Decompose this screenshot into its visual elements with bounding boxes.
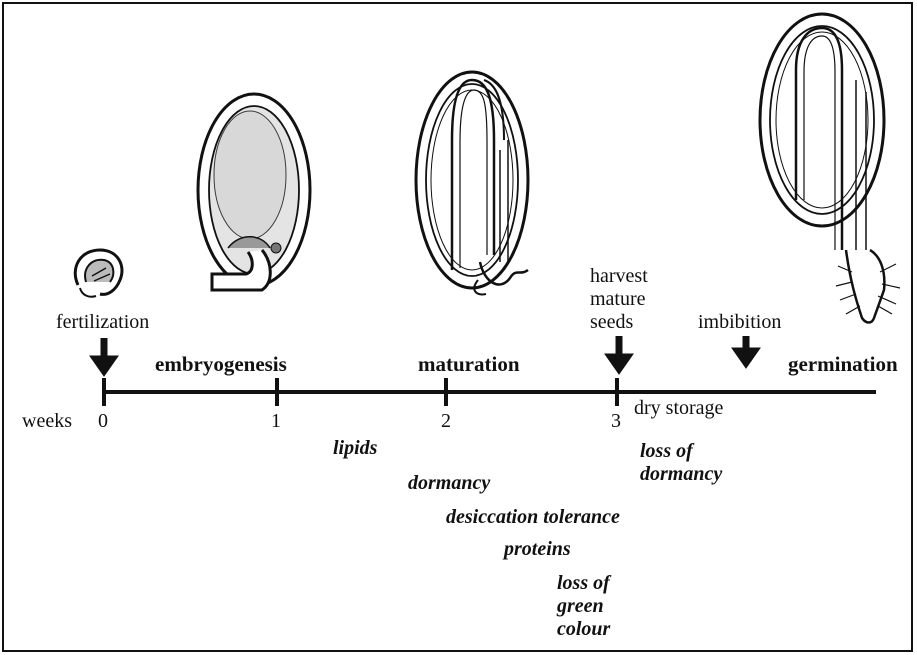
seed-fertilized-illustration: [75, 250, 122, 297]
trait-desiccation-tolerance-label: desiccation tolerance: [446, 506, 620, 529]
seed-embryogenesis-illustration: [198, 94, 310, 290]
loss-of-green-colour-line-1: loss of: [557, 572, 647, 595]
loss-of-dormancy-line-2: dormancy: [640, 463, 750, 486]
harvest-label: harvest mature seeds: [590, 265, 670, 334]
tick-label-week-2: 2: [441, 410, 451, 433]
trait-dormancy-label: dormancy: [408, 472, 490, 495]
trait-loss-of-dormancy-label: loss of dormancy: [640, 440, 750, 486]
fertilization-arrow: [90, 338, 118, 376]
timeline-axis: [104, 378, 876, 406]
seed-maturation-illustration: [416, 72, 528, 294]
harvest-label-line-2: mature: [590, 288, 670, 311]
imbibition-arrow: [732, 336, 760, 368]
imbibition-label: imbibition: [698, 311, 781, 334]
harvest-label-line-3: seeds: [590, 311, 670, 334]
stage-embryogenesis-label: embryogenesis: [155, 352, 287, 377]
tick-label-week-3: 3: [611, 410, 621, 433]
fertilization-label: fertilization: [56, 311, 149, 334]
tick-label-week-1: 1: [271, 410, 281, 433]
harvest-arrow: [605, 336, 633, 374]
stage-germination-label: germination: [788, 352, 898, 377]
tick-label-week-0: 0: [98, 410, 108, 433]
axis-unit-label: weeks: [22, 410, 72, 433]
trait-loss-of-green-colour-label: loss of green colour: [557, 572, 647, 641]
loss-of-dormancy-line-1: loss of: [640, 440, 750, 463]
loss-of-green-colour-line-2: green: [557, 595, 647, 618]
harvest-label-line-1: harvest: [590, 265, 670, 288]
stage-maturation-label: maturation: [418, 352, 520, 377]
seed-germination-illustration: [760, 14, 900, 323]
trait-proteins-label: proteins: [504, 538, 571, 561]
loss-of-green-colour-line-3: colour: [557, 618, 647, 641]
dry-storage-label: dry storage: [634, 397, 723, 420]
trait-lipids-label: lipids: [333, 437, 377, 460]
